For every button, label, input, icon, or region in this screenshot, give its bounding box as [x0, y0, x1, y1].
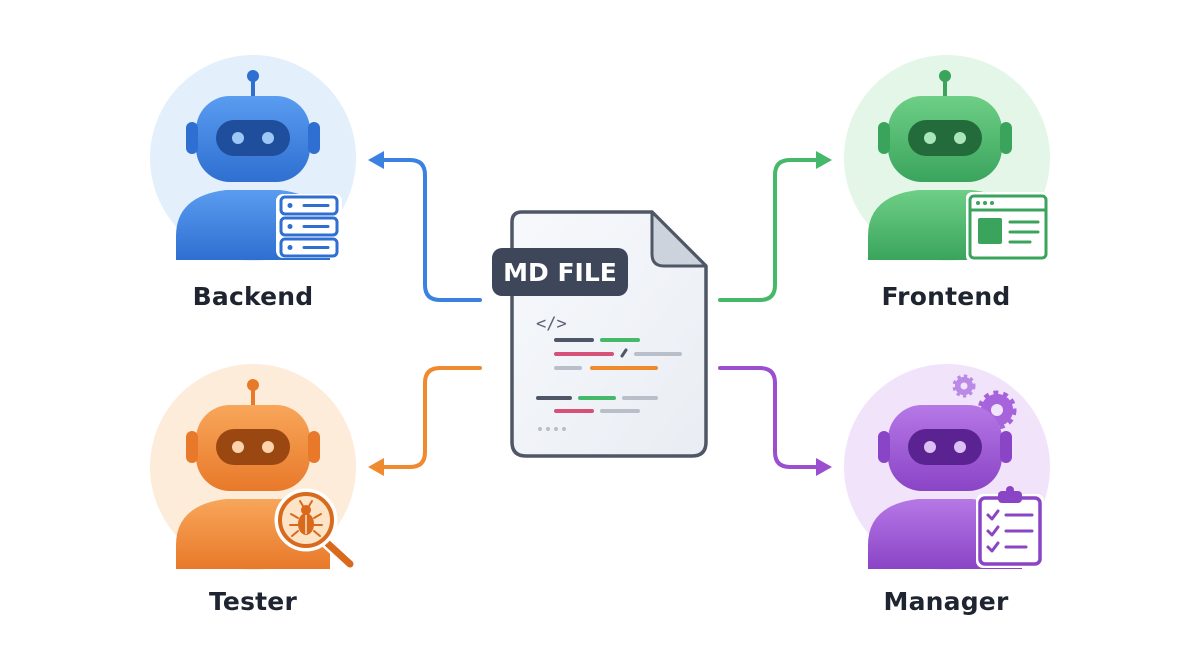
- arrowhead-tester: [368, 458, 384, 476]
- bug-magnifier-icon: [274, 488, 356, 570]
- clipboard-checklist-icon: [976, 486, 1044, 568]
- connector-tester: [368, 366, 482, 476]
- agent-backend: [150, 55, 356, 261]
- robot-icon: [868, 70, 1022, 260]
- arrowhead-backend: [368, 151, 384, 169]
- connector-backend: [368, 151, 482, 302]
- agent-manager: [844, 364, 1050, 570]
- connector-manager: [718, 366, 832, 476]
- arrowhead-frontend: [816, 151, 832, 169]
- agent-frontend: [844, 55, 1050, 262]
- agent-label-frontend: Frontend: [881, 282, 1011, 311]
- page-fold: [650, 210, 708, 268]
- md-file-document: MD FILE </>: [492, 210, 708, 458]
- agent-label-backend: Backend: [192, 282, 314, 311]
- connector-frontend: [718, 151, 832, 302]
- code-lines: [536, 338, 682, 413]
- agent-tester: [150, 364, 356, 570]
- md-file-badge-label: MD FILE: [503, 258, 617, 287]
- ellipsis-icon: [538, 427, 566, 431]
- arrowhead-manager: [816, 458, 832, 476]
- code-brackets-icon: </>: [536, 314, 567, 334]
- agent-label-tester: Tester: [208, 587, 297, 616]
- gears-icon: [952, 374, 1017, 430]
- agent-label-manager: Manager: [883, 587, 1009, 616]
- browser-window-icon: [966, 192, 1050, 262]
- server-stack-icon: [276, 194, 342, 258]
- md-file-badge: [492, 248, 628, 296]
